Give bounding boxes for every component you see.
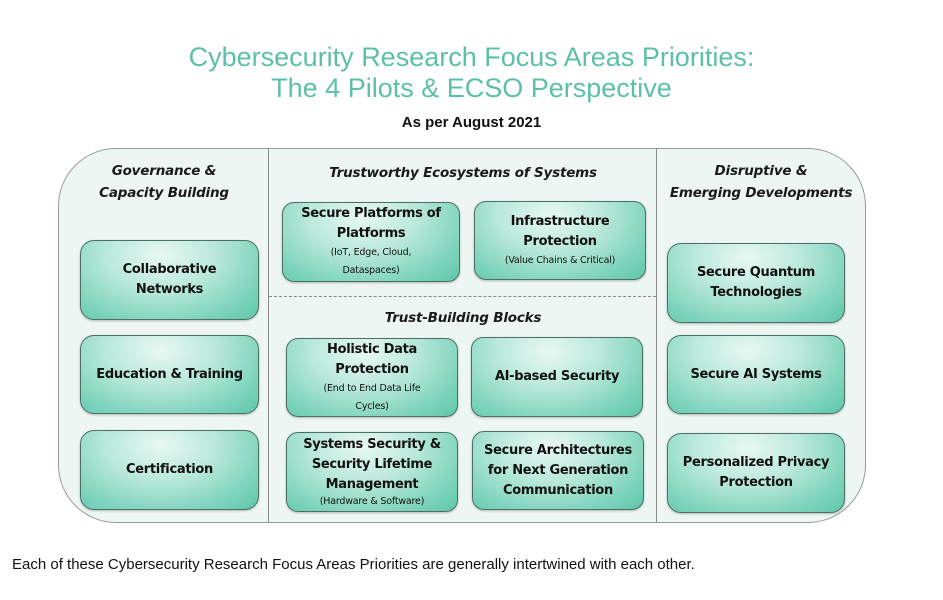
box-label: Secure Architectures	[484, 442, 632, 458]
box-label: Protection	[335, 361, 409, 377]
box-label: Collaborative	[122, 262, 217, 277]
box-certification: Certification	[80, 430, 259, 510]
box-ai-based-security: AI-based Security	[471, 337, 643, 417]
subtitle-date: As per August 2021	[401, 114, 542, 131]
disruptive-heading-line1: Disruptive &	[714, 163, 808, 179]
column-divider-right	[656, 148, 657, 523]
disruptive-heading: Disruptive & Emerging Developments	[658, 160, 864, 204]
box-personalized-privacy: Personalized Privacy Protection	[667, 433, 845, 513]
box-collaborative-networks: Collaborative Networks	[80, 240, 259, 320]
box-detail: Cycles)	[355, 400, 389, 412]
box-systems-security-lifetime: Systems Security & Security Lifetime Man…	[286, 432, 458, 512]
footer-note: Each of these Cybersecurity Research Foc…	[12, 556, 695, 573]
trustworthy-ecosystems-heading: Trustworthy Ecosystems of Systems	[329, 165, 597, 181]
box-secure-ai-systems: Secure AI Systems	[667, 335, 845, 414]
governance-heading-line2: Capacity Building	[99, 185, 229, 201]
box-label: Education & Training	[96, 366, 243, 382]
box-detail: (Value Chains & Critical)	[504, 254, 616, 266]
box-label: Security Lifetime	[311, 457, 433, 472]
box-label: Infrastructure	[510, 213, 610, 229]
box-label: Secure AI Systems	[690, 366, 822, 382]
box-secure-architectures: Secure Architectures for Next Generation…	[472, 431, 644, 510]
box-label: Platforms	[336, 226, 406, 241]
box-label: Networks	[135, 282, 204, 297]
box-secure-quantum: Secure Quantum Technologies	[667, 243, 845, 323]
box-detail: (End to End Data Life	[323, 382, 421, 394]
box-education-training: Education & Training	[80, 335, 259, 414]
box-infrastructure-protection: Infrastructure Protection (Value Chains …	[474, 201, 646, 280]
box-label: for Next Generation	[487, 462, 629, 478]
box-label: Protection	[523, 233, 597, 249]
box-label: Protection	[719, 475, 793, 490]
box-label: Communication	[503, 482, 613, 498]
box-label: Personalized Privacy	[682, 455, 830, 470]
disruptive-heading-line2: Emerging Developments	[669, 185, 853, 201]
box-label: Secure Platforms of	[301, 206, 441, 221]
title-line-1: Cybersecurity Research Focus Areas Prior…	[188, 42, 755, 72]
box-detail: Dataspaces)	[342, 265, 400, 276]
trust-building-blocks-heading: Trust-Building Blocks	[384, 310, 542, 326]
box-label: Certification	[126, 462, 213, 477]
box-label: AI-based Security	[494, 369, 620, 384]
box-label: Holistic Data	[326, 341, 417, 357]
box-holistic-data-protection: Holistic Data Protection (End to End Dat…	[286, 338, 458, 417]
box-label: Management	[325, 477, 419, 492]
governance-heading-line1: Governance &	[111, 163, 217, 179]
box-detail: (IoT, Edge, Cloud,	[330, 247, 412, 258]
box-secure-platforms: Secure Platforms of Platforms (IoT, Edge…	[282, 202, 460, 282]
box-detail: (Hardware & Software)	[319, 496, 425, 507]
column-divider-left	[268, 148, 269, 523]
box-label: Secure Quantum	[696, 265, 816, 280]
center-section-divider	[269, 296, 656, 297]
box-label: Systems Security &	[303, 437, 441, 452]
box-label: Technologies	[710, 285, 802, 300]
governance-heading: Governance & Capacity Building	[60, 160, 268, 204]
title-line-2: The 4 Pilots & ECSO Perspective	[271, 73, 672, 103]
